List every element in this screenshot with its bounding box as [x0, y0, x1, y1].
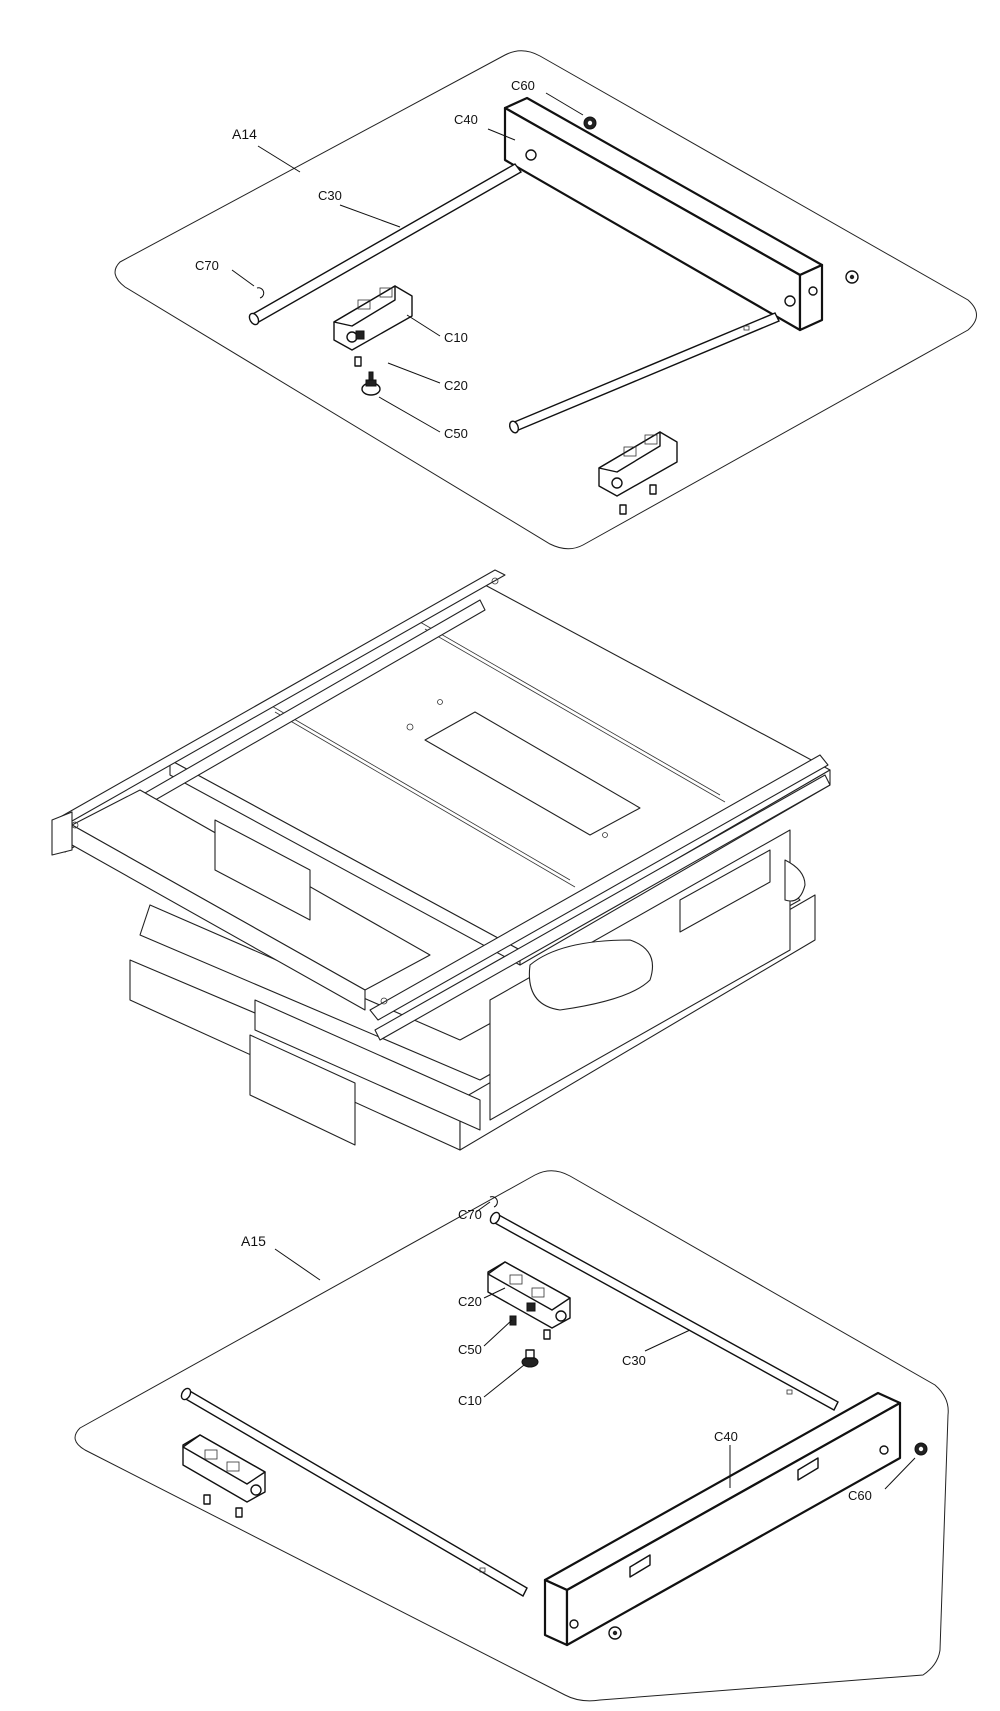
assembly-a15: A15 C70 C20 C50 C10 C30 C40 C60: [74, 1170, 949, 1702]
a15-rail-bar-icon: [543, 1391, 902, 1647]
a15-clip-icon: [489, 1196, 498, 1208]
a14-leaders: [231, 92, 584, 433]
a14-rail-bar-icon: [503, 96, 824, 332]
a14-label-c70: C70: [195, 258, 219, 273]
a15-nut-icon: [608, 1442, 928, 1640]
a14-rod-icon: [248, 163, 780, 434]
a15-screw-icon: [203, 1302, 551, 1518]
a15-bracket-icon: [182, 1261, 571, 1503]
a14-label-c20: C20: [444, 378, 468, 393]
a14-label-c10: C10: [444, 330, 468, 345]
a14-group-label: A14: [232, 126, 257, 142]
a15-label-c70: C70: [458, 1207, 482, 1222]
a14-clip-icon: [256, 287, 265, 299]
a14-bracket-icon: [333, 285, 678, 497]
a15-plate: [74, 1170, 949, 1702]
a15-label-c60: C60: [848, 1488, 872, 1503]
assembly-a14: A14 C30 C70 C10 C20 C50 C40 C60: [114, 50, 977, 550]
a14-knob-icon: [361, 379, 381, 396]
table-saw-icon: [51, 569, 831, 1151]
a14-label-c60: C60: [511, 78, 535, 93]
a14-nut-icon: [583, 116, 859, 284]
a15-group-label: A15: [241, 1233, 266, 1249]
a14-label-c50: C50: [444, 426, 468, 441]
a14-label-c30: C30: [318, 188, 342, 203]
a15-knob-icon: [521, 1349, 539, 1368]
a15-label-c20: C20: [458, 1294, 482, 1309]
a14-label-c40: C40: [454, 112, 478, 127]
a15-label-c40: C40: [714, 1429, 738, 1444]
a15-leaders: [274, 1201, 916, 1490]
a14-screw-icon: [354, 330, 657, 515]
a15-label-c30: C30: [622, 1353, 646, 1368]
a15-rod-icon: [180, 1211, 839, 1597]
a15-label-c50: C50: [458, 1342, 482, 1357]
a14-plate: [114, 50, 977, 550]
a15-label-c10: C10: [458, 1393, 482, 1408]
